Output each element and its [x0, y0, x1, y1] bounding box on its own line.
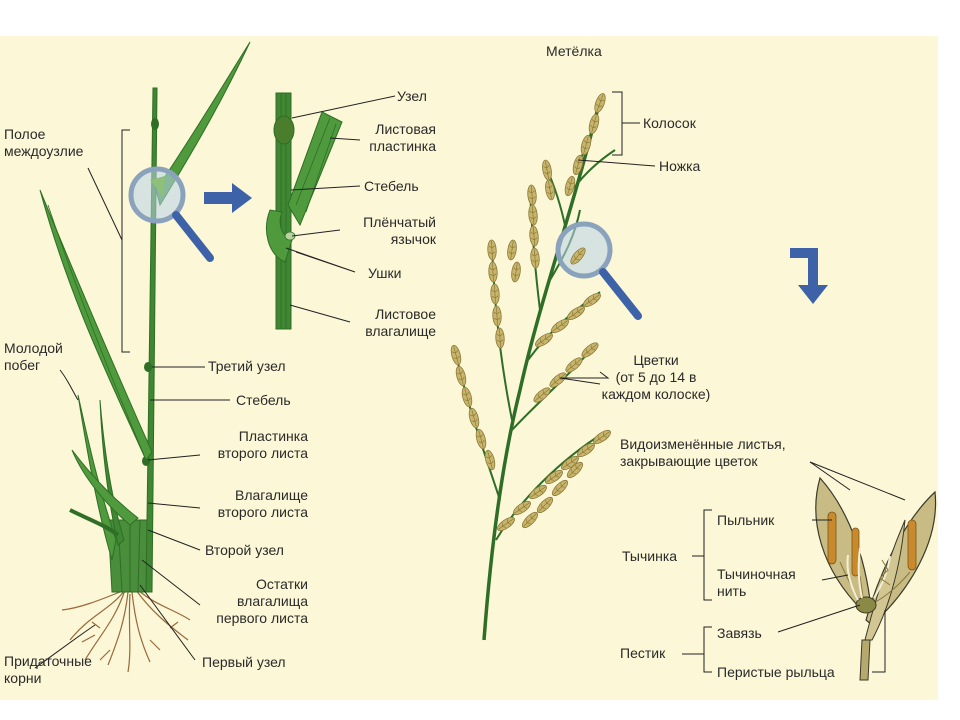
label-flowers: Цветки (от 5 до 14 в каждом колоске)	[601, 352, 711, 402]
label-second-node: Второй узел	[205, 542, 284, 558]
panicle-leader-lines	[559, 91, 656, 385]
label-stamen: Тычинка	[622, 548, 678, 564]
down-arrow-icon	[790, 248, 828, 304]
spikelets	[448, 91, 614, 534]
label-young-shoot: Молодой побег	[4, 340, 63, 373]
label-first-leaf-remains: Остатки влагалища первого листа	[216, 576, 308, 626]
magnifier-icon	[555, 221, 642, 320]
label-second-leaf-blade: Пластинка второго листа	[217, 428, 308, 461]
label-pistil: Пестик	[620, 645, 666, 661]
detail-leader-lines	[285, 95, 396, 323]
label-spikelet: Колосок	[643, 115, 696, 131]
label-stigmas: Перистые рыльца	[717, 664, 835, 680]
node-detail	[266, 92, 343, 330]
label-ovary: Завязь	[717, 625, 762, 641]
label-second-leaf-sheath: Влагалище второго листа	[217, 487, 308, 520]
label-detail-stem: Стебель	[364, 178, 419, 194]
label-node: Узел	[397, 88, 427, 104]
panicle	[448, 91, 616, 641]
plant-leader-lines	[34, 129, 230, 669]
label-hollow-internode: Полое междоузлие	[4, 126, 84, 159]
magnifier-icon	[128, 166, 214, 262]
right-arrow-icon	[204, 183, 252, 213]
label-filament: Тычиночная нить	[717, 566, 796, 599]
flower	[815, 476, 937, 681]
label-anther: Пыльник	[717, 512, 775, 528]
label-first-node: Первый узел	[202, 654, 286, 670]
label-ligule: Плёнчатый язычок	[363, 214, 436, 247]
wheat-plant	[39, 41, 251, 673]
label-leaf-sheath: Листовое влагалище	[365, 306, 436, 339]
label-auricles: Ушки	[368, 265, 402, 281]
label-leaf-blade: Листовая пластинка	[369, 121, 436, 154]
label-pedicel: Ножка	[659, 158, 701, 174]
roots	[61, 589, 191, 673]
label-adventitious-roots: Придаточные корни	[4, 653, 92, 686]
label-stem: Стебель	[236, 392, 291, 408]
flower-leader-lines	[682, 461, 906, 673]
label-panicle-title: Метёлка	[546, 43, 602, 59]
label-modified-leaves: Видоизменённые листья, закрывающие цвето…	[620, 436, 786, 469]
label-third-node: Третий узел	[208, 358, 286, 374]
